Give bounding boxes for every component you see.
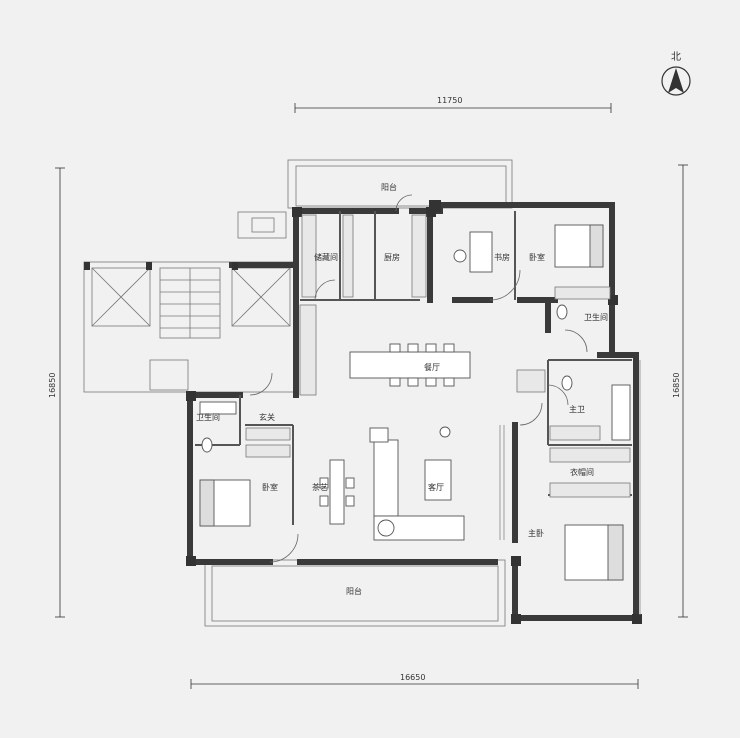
room-closet: 衣帽间 [570,467,594,477]
room-north-balcony: 阳台 [381,182,397,192]
room-entry: 玄关 [259,412,275,422]
room-dining: 餐厅 [424,363,440,372]
dimension-lines [55,103,688,689]
door-swings [249,194,588,563]
room-bath-w: 卫生间 [196,412,220,422]
thin-outlines [83,159,513,627]
room-tea: 茶艺 [312,482,328,492]
dim-right: 16850 [672,373,681,398]
main-walls [187,202,639,621]
room-master-bed: 主卧 [528,528,544,538]
room-bedroom-ne: 卧室 [529,252,545,262]
windows [499,360,641,615]
room-storage: 储藏间 [314,252,338,262]
room-south-balcony: 阳台 [346,586,362,596]
furniture [199,224,631,581]
dim-bottom: 16650 [400,673,425,682]
north-arrow-icon [661,66,691,96]
room-living: 客厅 [428,482,444,492]
dim-top: 11750 [437,96,462,105]
room-master-bath: 主卫 [569,404,585,414]
dim-left: 16850 [48,373,57,398]
room-bedroom-w: 卧室 [262,482,278,492]
room-bath-ne: 卫生间 [584,312,608,322]
columns [84,200,642,624]
room-study: 书房 [494,252,510,262]
north-label: 北 [671,51,681,63]
room-kitchen: 厨房 [384,252,400,262]
cabinets [245,214,631,498]
